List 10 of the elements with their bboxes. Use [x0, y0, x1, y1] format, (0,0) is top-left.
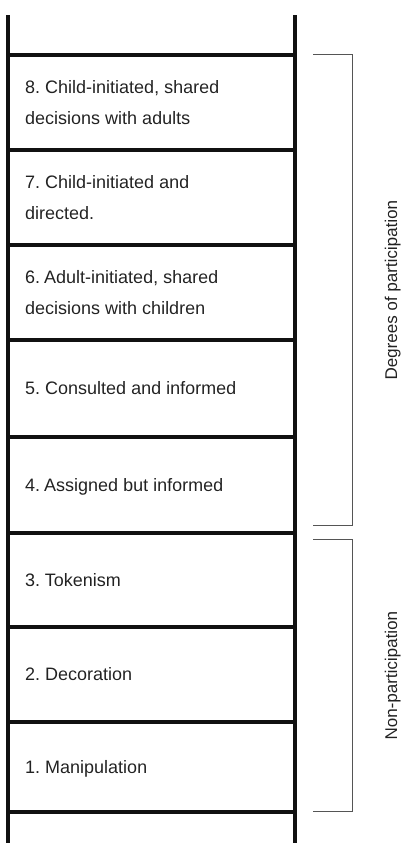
bracket-label: Non-participation: [382, 610, 402, 740]
step-label: 8. Child-initiated, shared decisions with adults: [25, 76, 220, 130]
step-label: 5. Consulted and informed: [25, 377, 236, 400]
step-label: 2. Decoration: [25, 663, 132, 686]
bracket-label: Degrees of participation: [382, 200, 402, 380]
step-label: 7. Child-initiated and directed.: [25, 170, 190, 224]
step-label: 1. Manipulation: [25, 756, 148, 779]
step-label: 4. Assigned but informed: [25, 474, 224, 497]
step-label: 3. Tokenism: [25, 568, 121, 592]
step-label: 6. Adult-initiated, shared decisions with children: [25, 266, 220, 320]
